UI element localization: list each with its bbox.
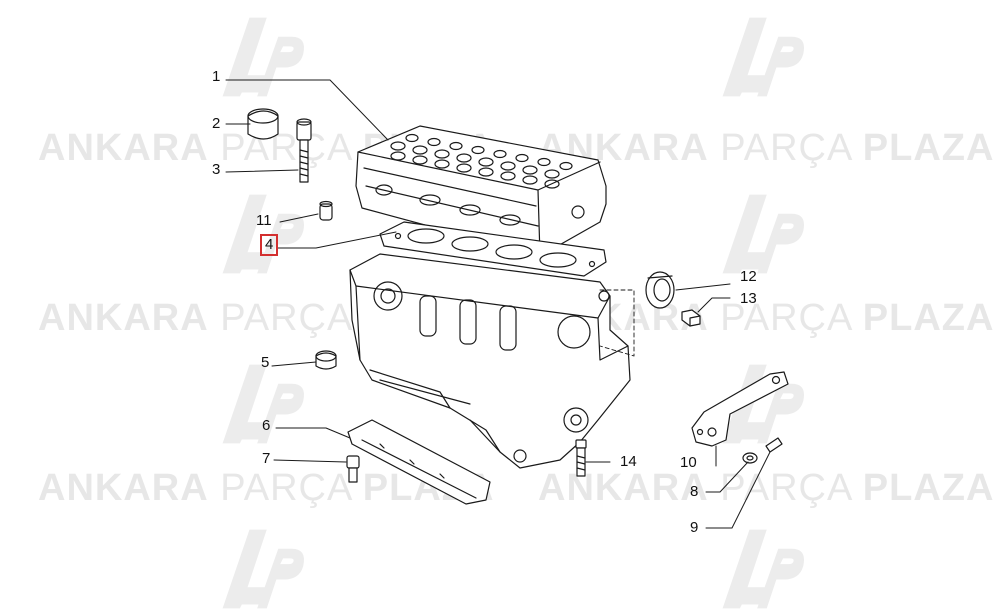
callout-1[interactable]: 1 bbox=[212, 68, 221, 85]
part-block-bolt bbox=[575, 439, 587, 477]
part-bushing bbox=[247, 108, 279, 140]
parts-diagram-page: ANKARA PARÇA PLAZA ANKARA PARÇA PLAZA AN… bbox=[38, 17, 995, 609]
callout-12[interactable]: 12 bbox=[740, 268, 757, 285]
callout-11[interactable]: 11 bbox=[256, 212, 272, 229]
part-head-gasket bbox=[379, 221, 607, 277]
part-baffle-plate bbox=[347, 419, 491, 505]
callout-6[interactable]: 6 bbox=[262, 417, 271, 434]
engine-exploded-diagram bbox=[225, 79, 789, 529]
callout-4-selected[interactable]: 4 bbox=[260, 234, 279, 256]
callout-13[interactable]: 13 bbox=[740, 290, 757, 307]
part-washer bbox=[742, 452, 758, 464]
watermark-text: ANKARA PARÇA PLAZA bbox=[538, 467, 995, 509]
part-bracket-bolt bbox=[765, 437, 783, 453]
ap-logo-icon bbox=[722, 529, 805, 609]
callout-9[interactable]: 9 bbox=[690, 519, 699, 536]
callout-5[interactable]: 5 bbox=[261, 354, 270, 371]
part-oil-seal bbox=[645, 271, 675, 309]
ap-logo-icon bbox=[722, 17, 805, 97]
ap-logo-icon bbox=[222, 364, 305, 444]
ap-logo-icon bbox=[222, 529, 305, 609]
part-bracket bbox=[691, 371, 789, 447]
callout-3[interactable]: 3 bbox=[212, 161, 221, 178]
callout-7[interactable]: 7 bbox=[262, 450, 271, 467]
ap-logo-icon bbox=[222, 17, 305, 97]
part-baffle-bolt bbox=[346, 455, 360, 483]
watermark-text: ANKARA PARÇA PLAZA bbox=[538, 127, 995, 169]
part-engine-block bbox=[349, 253, 631, 469]
callout-14[interactable]: 14 bbox=[620, 453, 637, 470]
part-head-bolt bbox=[296, 118, 312, 183]
part-plug bbox=[681, 309, 701, 327]
leader-lines bbox=[225, 79, 771, 529]
callout-10[interactable]: 10 bbox=[680, 454, 697, 471]
ap-logo-icon bbox=[722, 194, 805, 274]
part-dowel bbox=[319, 200, 333, 221]
callout-2[interactable]: 2 bbox=[212, 115, 221, 132]
callout-8[interactable]: 8 bbox=[690, 483, 699, 500]
part-expansion-plug bbox=[315, 350, 337, 370]
